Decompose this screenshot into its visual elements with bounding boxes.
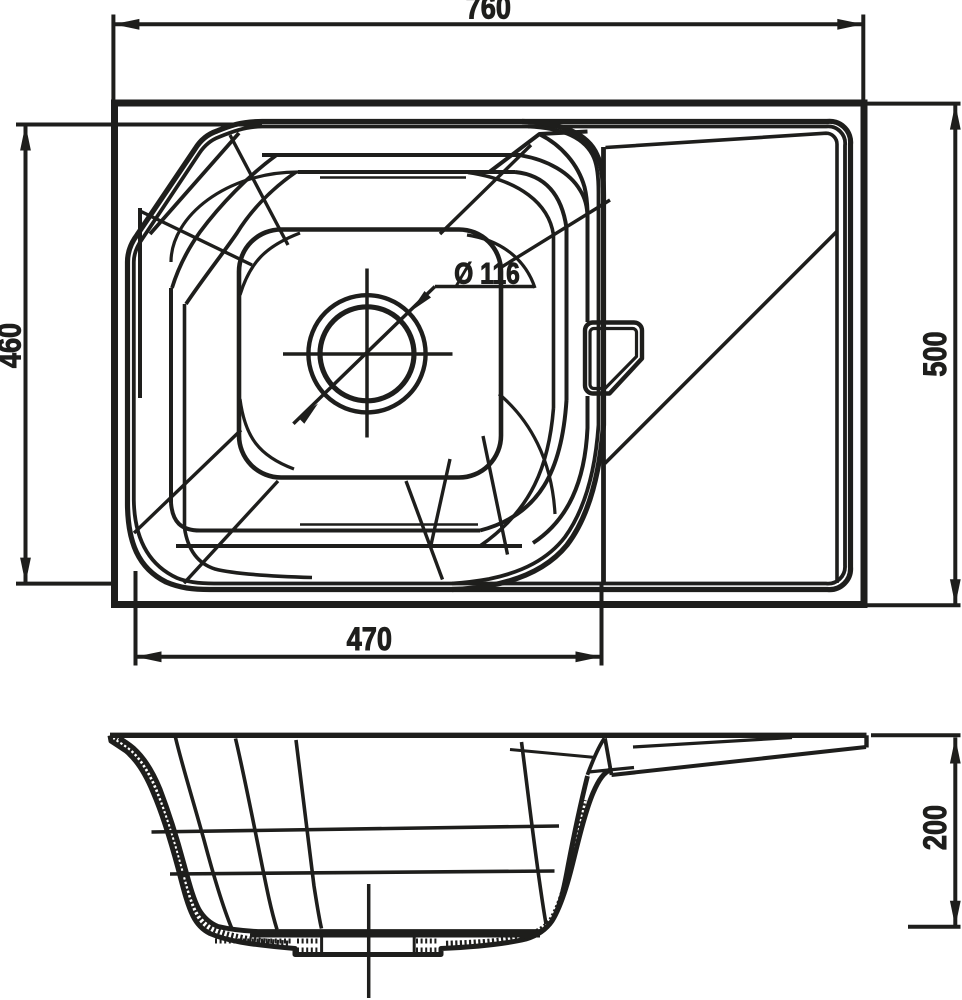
svg-text:500: 500: [918, 331, 954, 376]
svg-text:200: 200: [918, 805, 954, 850]
svg-text:Ø 116: Ø 116: [454, 256, 520, 290]
svg-text:470: 470: [347, 622, 392, 658]
svg-text:460: 460: [0, 323, 28, 368]
svg-text:760: 760: [466, 0, 511, 26]
